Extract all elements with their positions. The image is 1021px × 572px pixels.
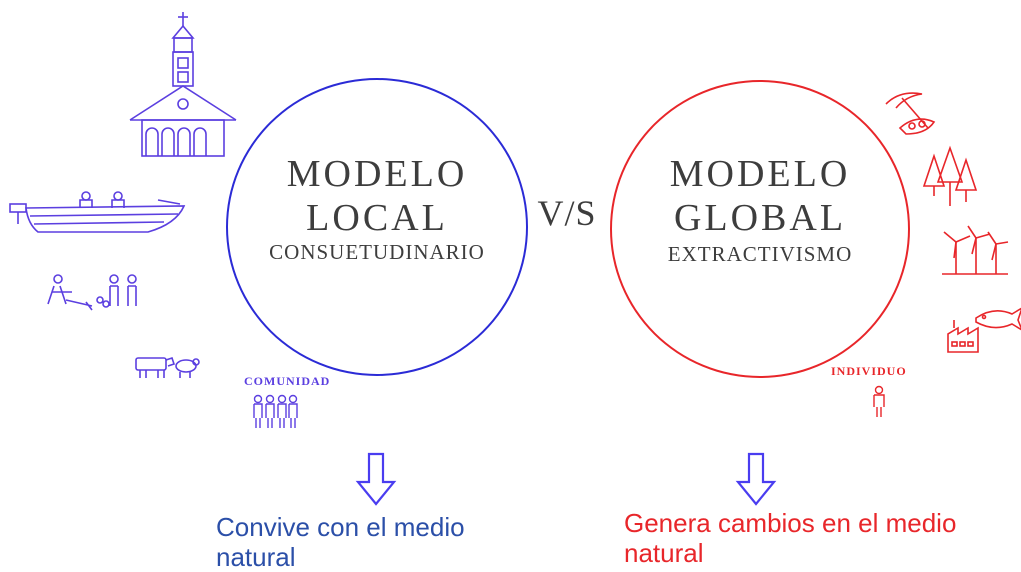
- individual-person-icon: [873, 385, 885, 417]
- forest-trees-icon: [922, 145, 978, 206]
- fish-factory-icon: [947, 307, 1021, 353]
- local-outcome-text: Convive con el medio natural: [216, 512, 465, 572]
- local-model-subtitle: CONSUETUDINARIO: [269, 240, 485, 264]
- global-down-arrow-icon: [735, 452, 777, 506]
- local-down-arrow-icon: [355, 452, 397, 506]
- global-model-title-line2: GLOBAL: [673, 197, 847, 239]
- pickaxe-mining-icon: [885, 92, 936, 135]
- global-outcome-text: Genera cambios en el medio natural: [624, 508, 956, 568]
- local-model-circle: MODELO LOCAL CONSUETUDINARIO: [226, 78, 528, 376]
- global-model-circle: MODELO GLOBAL EXTRACTIVISMO: [610, 80, 910, 378]
- global-outcome-line1: Genera cambios en el medio: [624, 508, 957, 538]
- global-model-subtitle: EXTRACTIVISMO: [667, 242, 853, 266]
- wind-turbines-icon: [942, 225, 1009, 275]
- local-model-title-line1: MODELO: [286, 153, 468, 195]
- individual-label: INDIVIDUO: [831, 364, 907, 378]
- farmers-plowing-icon: [47, 274, 137, 311]
- local-outcome-line2: natural: [216, 542, 296, 572]
- community-label: COMUNIDAD: [244, 374, 331, 388]
- livestock-icon: [135, 356, 200, 378]
- church-icon: [129, 12, 237, 157]
- local-outcome-line1: Convive con el medio: [216, 512, 465, 542]
- community-people-icon: [253, 394, 298, 428]
- global-model-title-line1: MODELO: [669, 153, 851, 195]
- global-outcome-line2: natural: [624, 538, 704, 568]
- local-model-title-line2: LOCAL: [306, 197, 448, 239]
- boat-icon: [9, 191, 186, 233]
- versus-label: V/S: [537, 193, 597, 233]
